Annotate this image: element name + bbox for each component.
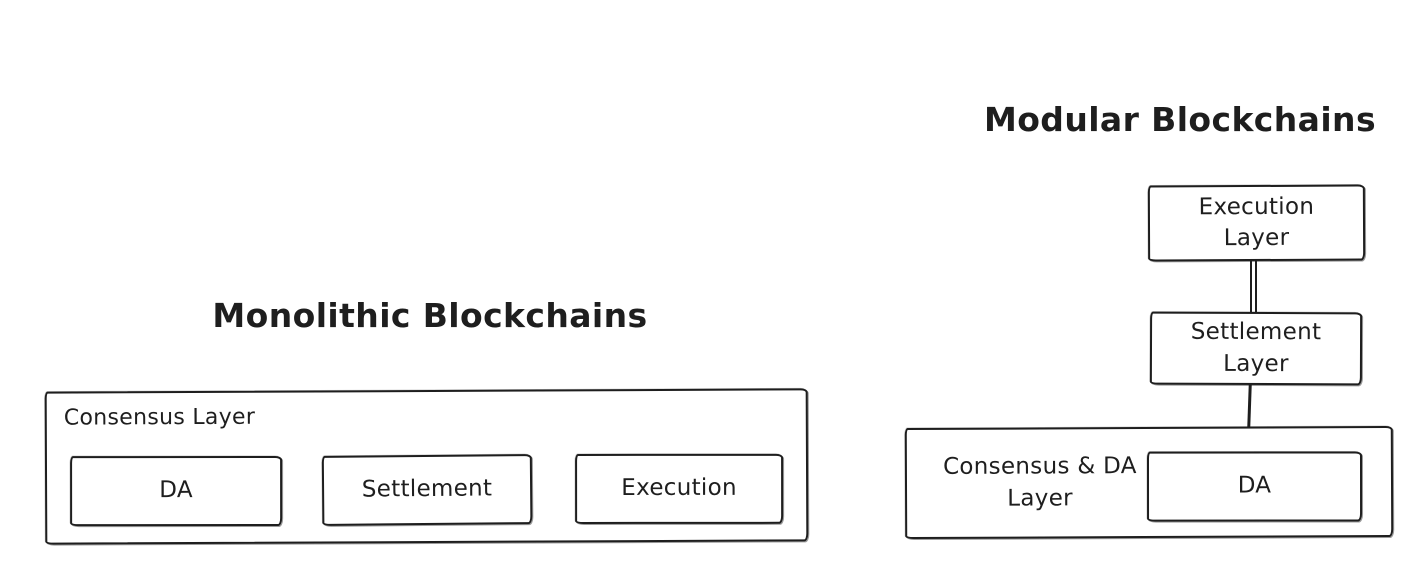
consensus-layer-box: Consensus Layer DA Settlement Execution: [44, 388, 809, 545]
connector-execution-settlement: [1250, 259, 1257, 315]
modular-da-label: DA: [1237, 472, 1272, 500]
consensus-da-layer-box: Consensus & DA Layer DA: [904, 425, 1394, 540]
monolithic-settlement-box: Settlement: [321, 454, 533, 526]
modular-title: Modular Blockchains: [984, 100, 1376, 139]
consensus-layer-label: Consensus Layer: [63, 404, 256, 431]
monolithic-execution-label: Execution: [621, 475, 737, 502]
modular-da-box: DA: [1146, 451, 1363, 522]
settlement-layer-label: Settlement Layer: [1190, 319, 1322, 377]
settlement-layer-box: Settlement Layer: [1149, 311, 1363, 386]
consensus-da-layer-label-wrap: Consensus & DA Layer: [915, 429, 1165, 537]
consensus-da-layer-label: Consensus & DA Layer: [942, 453, 1137, 512]
connector-settlement-consensus: [1247, 382, 1252, 430]
execution-layer-box: Execution Layer: [1147, 184, 1366, 262]
monolithic-da-label: DA: [159, 477, 193, 504]
execution-layer-label: Execution Layer: [1198, 193, 1315, 252]
monolithic-settlement-label: Settlement: [361, 475, 493, 504]
monolithic-execution-box: Execution: [575, 453, 784, 524]
monolithic-da-box: DA: [70, 456, 283, 527]
monolithic-title: Monolithic Blockchains: [212, 296, 648, 335]
